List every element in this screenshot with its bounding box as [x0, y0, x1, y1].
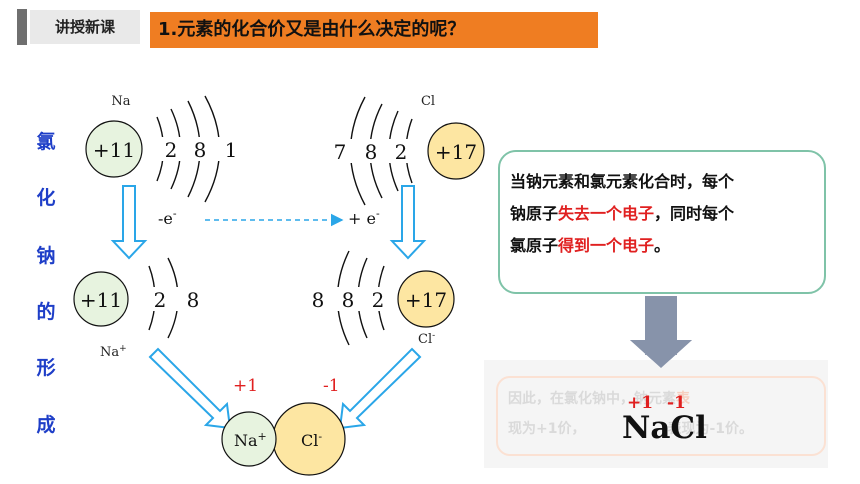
cl-ion-shell-1: 8	[312, 288, 325, 312]
product-na-label: Na+	[234, 430, 267, 450]
summary-text-box: 因此，在氯化钠中，钠元素表 现为+1价，表现为-1价。	[496, 376, 826, 456]
formula-cl-charge: -1	[667, 393, 686, 413]
cl-ion-shell-box	[302, 287, 414, 311]
cl-ion-nucleus-label: +17	[405, 288, 447, 312]
na-to-compound-arrow	[148, 347, 232, 430]
side-title-char-5: 形	[36, 357, 56, 379]
na-down-arrow	[110, 185, 148, 260]
nacl-formula: NaCl	[622, 410, 707, 446]
cl-ion-shell-2: 8	[342, 288, 355, 312]
side-title-char-1: 氯	[36, 131, 56, 153]
na-atom-shell-box	[146, 137, 252, 161]
na-ion-symbol: Na+	[100, 344, 127, 360]
callout-line-3: 氯原子得到一个电子。	[510, 236, 671, 255]
side-title-char-3: 钠	[36, 245, 56, 267]
cl-ion-shell-3: 2	[372, 288, 385, 312]
gain-electron-label: + e-	[348, 207, 380, 228]
callout-down-arrow	[630, 296, 692, 368]
explanation-callout: 当钠元素和氯元素化合时，每个 钠原子失去一个电子，同时每个 氯原子得到一个电子。	[498, 150, 826, 294]
na-ion-nucleus-label: +11	[80, 288, 122, 312]
na-atom-nucleus-label: +11	[93, 138, 135, 162]
na-shell-3: 1	[225, 138, 238, 162]
formula-na-charge: +1	[627, 393, 654, 413]
cl-to-compound-arrow	[338, 347, 422, 430]
cl-atom-nucleus-label: +17	[435, 140, 477, 164]
side-title-char-2: 化	[36, 187, 56, 209]
cl-charge-label: -1	[323, 376, 340, 396]
cl-down-arrow	[389, 185, 427, 260]
callout-down-arrow-head	[630, 340, 692, 368]
product-na-ion	[221, 411, 277, 467]
cl-atom-shell-box	[320, 139, 430, 163]
na-ion-nucleus	[73, 271, 129, 327]
na-ion-shell-2: 8	[187, 288, 200, 312]
na-ion-shell-1: 2	[154, 288, 167, 312]
cl-atom-symbol: Cl	[421, 94, 435, 109]
page-title: 1.元素的化合价又是由什么决定的呢？	[150, 12, 598, 48]
cl-atom-nucleus	[427, 122, 485, 180]
section-label: 讲授新课	[30, 10, 140, 44]
cl-shell-1: 7	[334, 140, 347, 164]
na-charge-label: +1	[233, 376, 258, 396]
na-ion-shell-box	[140, 287, 216, 311]
na-shell-1: 2	[165, 138, 178, 162]
na-atom-nucleus	[85, 120, 143, 178]
header-bar: 讲授新课 1.元素的化合价又是由什么决定的呢？	[0, 0, 860, 52]
cl-ion-nucleus	[397, 270, 455, 328]
cl-shell-2: 8	[365, 140, 378, 164]
section-marker	[17, 9, 27, 45]
callout-line-1: 当钠元素和氯元素化合时，每个	[510, 172, 735, 191]
callout-line-2: 钠原子失去一个电子，同时每个	[510, 204, 735, 223]
na-atom-symbol: Na	[111, 94, 130, 109]
side-title-char-6: 成	[36, 414, 56, 436]
na-shell-2: 8	[194, 138, 207, 162]
summary-panel-bg	[484, 360, 828, 468]
side-title-char-4: 的	[36, 301, 56, 323]
cl-shell-3: 2	[395, 140, 408, 164]
product-cl-label: Cl-	[301, 430, 322, 450]
cl-ion-symbol: Cl-	[418, 331, 435, 347]
lose-electron-label: -e-	[158, 207, 177, 228]
